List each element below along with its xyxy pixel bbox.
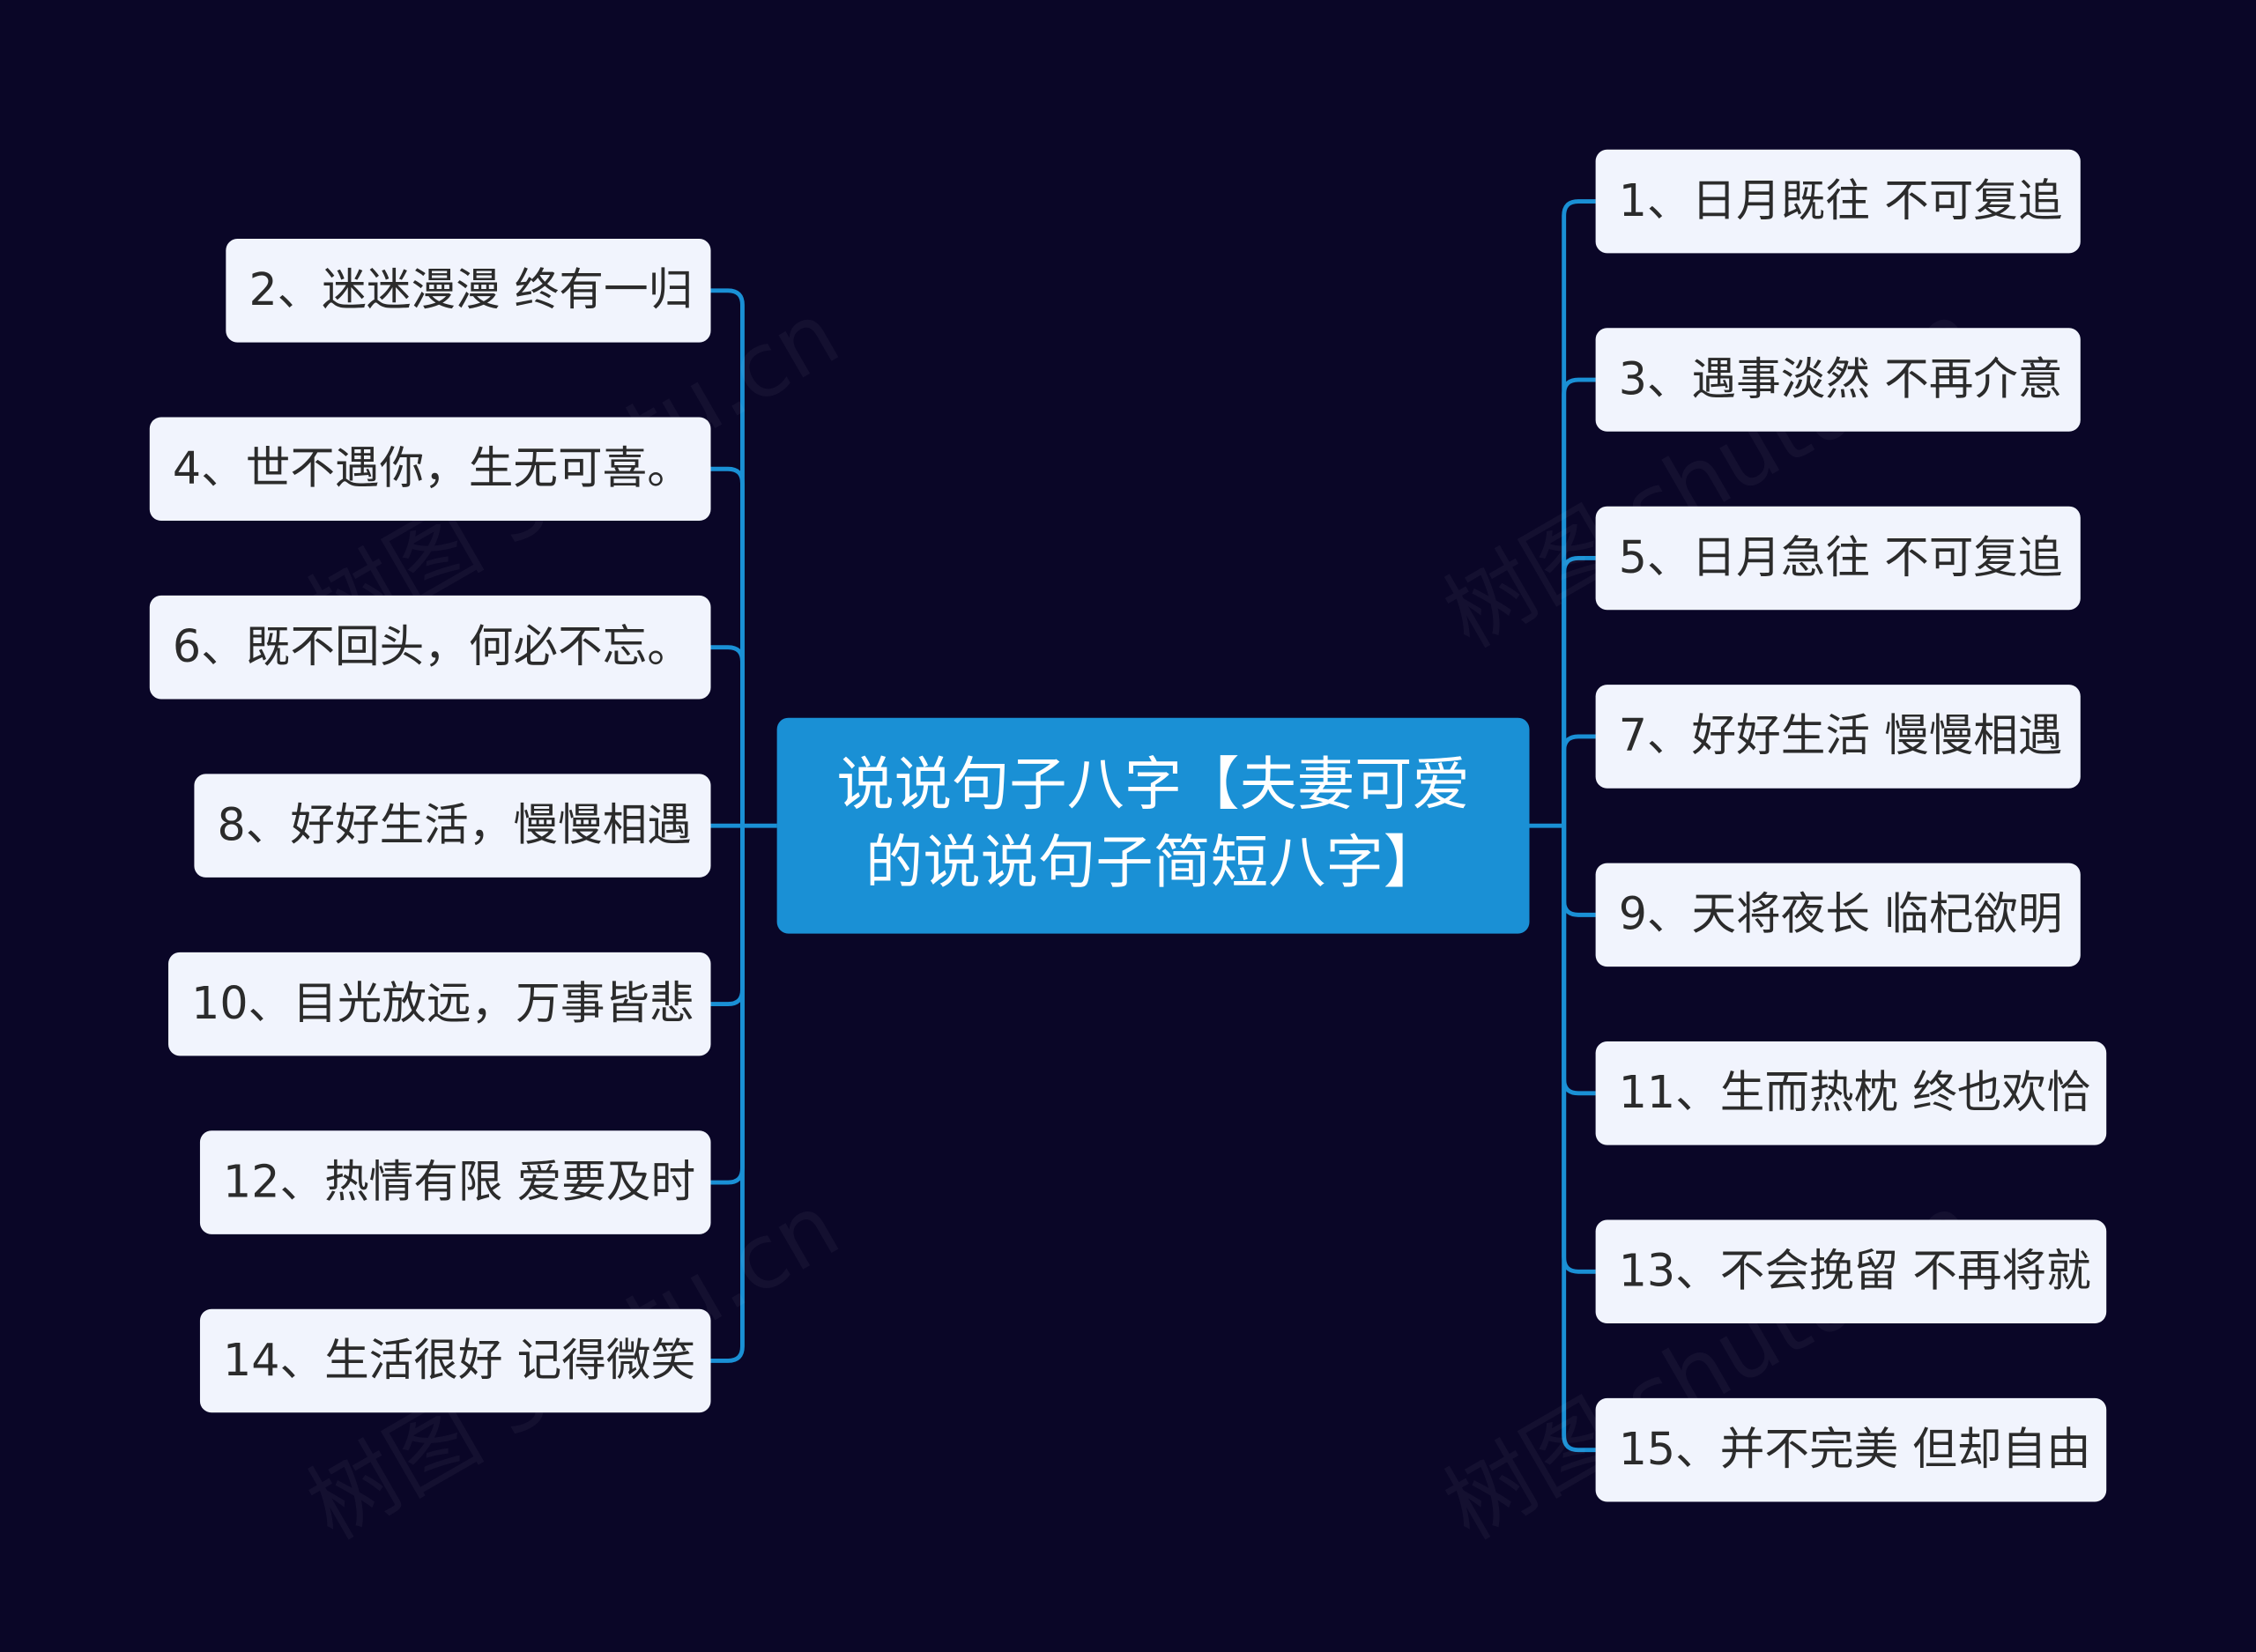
- connector-line-12: [1562, 734, 1596, 826]
- right-node-11[interactable]: 11、生而热枕 终也欢恰: [1595, 1041, 2107, 1145]
- right-node-5[interactable]: 5、日月急往 不可复追: [1595, 506, 2081, 611]
- connector-line-11: [1562, 556, 1596, 826]
- right-node-15[interactable]: 15、并不完美 但却自由: [1595, 1397, 2107, 1502]
- connector-line-14: [1562, 826, 1596, 1096]
- right-node-9[interactable]: 9、天将夜长 临杞欲明: [1595, 863, 2081, 967]
- connector-line-5: [710, 826, 745, 1007]
- connector-line-16: [1562, 826, 1596, 1453]
- connector-line-13: [1562, 826, 1596, 917]
- connector-line-9: [1562, 199, 1596, 826]
- left-node-2[interactable]: 2、迷迷漫漫 终有一归: [226, 239, 711, 343]
- left-node-6[interactable]: 6、既不回头，何必不忘。: [149, 595, 711, 700]
- right-node-7[interactable]: 7、好好生活 慢慢相遇: [1595, 685, 2081, 789]
- connector-line-1: [710, 288, 745, 826]
- left-node-10[interactable]: 10、目光放远，万事皆悲: [168, 952, 711, 1056]
- left-node-8[interactable]: 8、好好生活，慢慢相遇: [194, 774, 711, 878]
- root-topic[interactable]: 说说句子八字【夫妻可爱的说说句子简短八字】: [776, 717, 1530, 934]
- connector-line-2: [710, 466, 745, 826]
- left-node-4[interactable]: 4、世不遇你，生无可喜。: [149, 417, 711, 522]
- connector-line-3: [710, 645, 745, 826]
- right-node-3[interactable]: 3、遇事淡然 不再介意: [1595, 328, 2081, 432]
- right-node-13[interactable]: 13、不会挽留 不再将就: [1595, 1219, 2107, 1324]
- right-node-1[interactable]: 1、日月既往 不可复追: [1595, 149, 2081, 254]
- connector-line-7: [710, 826, 745, 1363]
- connector-line-15: [1562, 826, 1596, 1274]
- connector-line-10: [1562, 377, 1596, 826]
- left-node-14[interactable]: 14、生活很好 记得微笑: [199, 1308, 711, 1413]
- left-node-12[interactable]: 12、热情有限 爱要及时: [199, 1130, 711, 1234]
